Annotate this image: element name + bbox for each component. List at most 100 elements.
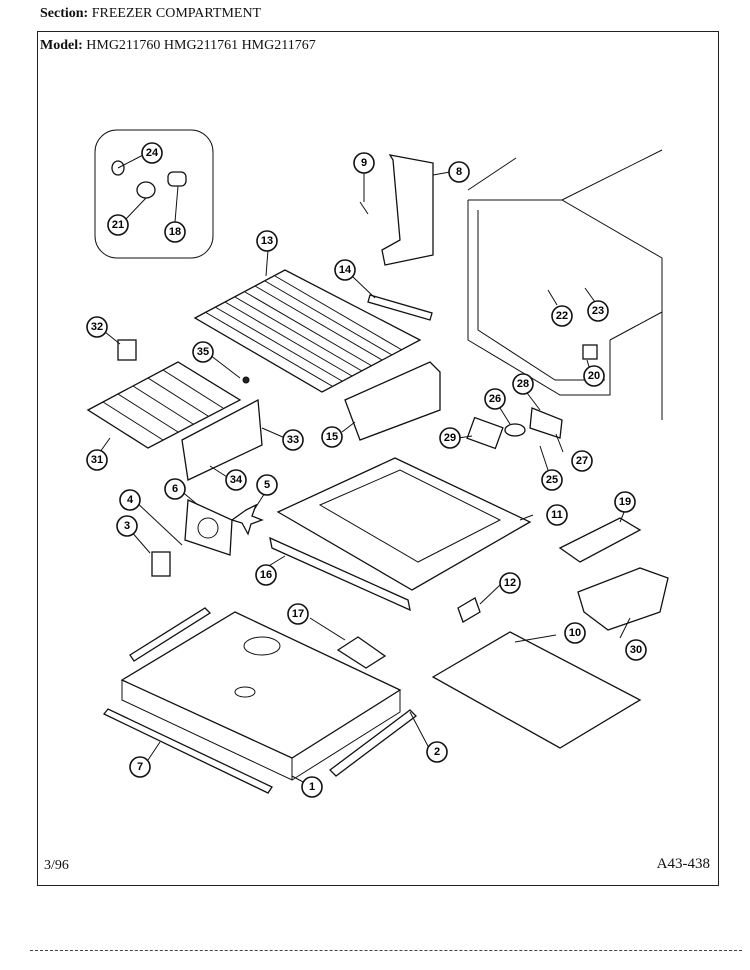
callout-28-label: 28 (517, 378, 529, 390)
callout-3: 3 (116, 515, 138, 537)
callout-23-label: 23 (592, 305, 604, 317)
model-line: Model: HMG211760 HMG211761 HMG211767 (40, 38, 316, 54)
section-value: FREEZER COMPARTMENT (91, 6, 262, 21)
part-12-shape (457, 597, 481, 623)
callout-18: 18 (164, 221, 186, 243)
callout-16-label: 16 (260, 569, 272, 581)
callout-12-label: 12 (504, 577, 516, 589)
callout-13-label: 13 (261, 235, 273, 247)
callout-32-label: 32 (91, 321, 103, 333)
part-35-shape (242, 376, 250, 384)
part-7-shape (102, 708, 273, 794)
callout-20-label: 20 (588, 370, 600, 382)
callout-14-label: 14 (339, 264, 352, 276)
part-11-shape (276, 457, 532, 591)
callout-26-label: 26 (489, 393, 501, 405)
part-31-shape (86, 361, 242, 449)
callout-2-label: 2 (434, 746, 440, 758)
callout-35-label: 35 (197, 346, 209, 358)
callout-21-label: 21 (112, 219, 124, 231)
callout-17: 17 (287, 603, 309, 625)
part-19-shape (558, 517, 642, 563)
callout-28: 28 (512, 373, 534, 395)
callout-34-label: 34 (230, 474, 243, 486)
part-21-shape (136, 181, 156, 199)
callout-11-label: 11 (551, 509, 563, 521)
callout-3-label: 3 (124, 520, 130, 532)
callout-1: 1 (301, 776, 323, 798)
callout-8: 8 (448, 161, 470, 183)
part-20-shape (582, 344, 598, 360)
callout-22-label: 22 (556, 310, 568, 322)
callout-15: 15 (321, 426, 343, 448)
part-29-shape (466, 416, 504, 450)
callout-24-label: 24 (146, 147, 159, 159)
callout-35: 35 (192, 341, 214, 363)
callout-31: 31 (86, 449, 108, 471)
part-16-shape (269, 536, 411, 612)
callout-13: 13 (256, 230, 278, 252)
callout-8-label: 8 (456, 166, 462, 178)
callout-24: 24 (141, 142, 163, 164)
bottom-rule (30, 950, 742, 951)
part-26-shape (504, 423, 526, 437)
part-8-shape (381, 154, 434, 266)
callout-32: 32 (86, 316, 108, 338)
callout-5: 5 (256, 474, 278, 496)
callout-23: 23 (587, 300, 609, 322)
callout-7: 7 (129, 756, 151, 778)
callout-29: 29 (439, 427, 461, 449)
callout-10: 10 (564, 622, 586, 644)
callout-19: 19 (614, 491, 636, 513)
part-1-shape (120, 611, 402, 781)
callout-6: 6 (164, 478, 186, 500)
callout-29-label: 29 (444, 432, 456, 444)
callout-12: 12 (499, 572, 521, 594)
rail-shape (129, 607, 212, 662)
callout-27-label: 27 (576, 455, 588, 467)
callout-10-label: 10 (569, 627, 581, 639)
callout-4: 4 (119, 489, 141, 511)
callout-25-label: 25 (546, 474, 558, 486)
callout-19-label: 19 (619, 496, 631, 508)
part-32-shape (117, 339, 137, 361)
part-33-shape (181, 398, 263, 481)
part-17-shape (336, 636, 387, 669)
callout-25: 25 (541, 469, 563, 491)
part-30-shape (577, 567, 669, 631)
callout-4-label: 4 (127, 494, 134, 506)
part-15-shape (344, 361, 441, 441)
diagram-frame (37, 31, 719, 886)
part-5-shape (230, 503, 264, 536)
callout-26: 26 (484, 388, 506, 410)
callout-15-label: 15 (326, 431, 338, 443)
callout-5-label: 5 (264, 479, 270, 491)
callout-30: 30 (625, 639, 647, 661)
callout-6-label: 6 (172, 483, 178, 495)
callout-2: 2 (426, 741, 448, 763)
callout-14: 14 (334, 259, 356, 281)
revision-date: 3/96 (44, 858, 69, 873)
callout-22: 22 (551, 305, 573, 327)
callout-17-label: 17 (292, 608, 304, 620)
part-13-shape (193, 269, 422, 393)
callout-33: 33 (282, 429, 304, 451)
callout-20: 20 (583, 365, 605, 387)
part-2-shape (329, 709, 417, 777)
model-numbers: HMG211760 HMG211761 HMG211767 (86, 38, 316, 53)
part-18-shape (167, 171, 187, 187)
part-10-shape (431, 631, 642, 749)
callout-9: 9 (353, 152, 375, 174)
callout-9-label: 9 (361, 157, 367, 169)
model-label: Model: (40, 38, 83, 53)
callout-1-label: 1 (309, 781, 315, 793)
inset-box (94, 129, 214, 259)
section-label: Section: (40, 6, 89, 21)
callout-18-label: 18 (169, 226, 181, 238)
callout-34: 34 (225, 469, 247, 491)
callout-21: 21 (107, 214, 129, 236)
callout-7-label: 7 (137, 761, 143, 773)
part-14-shape (367, 294, 433, 321)
callout-33-label: 33 (287, 434, 299, 446)
